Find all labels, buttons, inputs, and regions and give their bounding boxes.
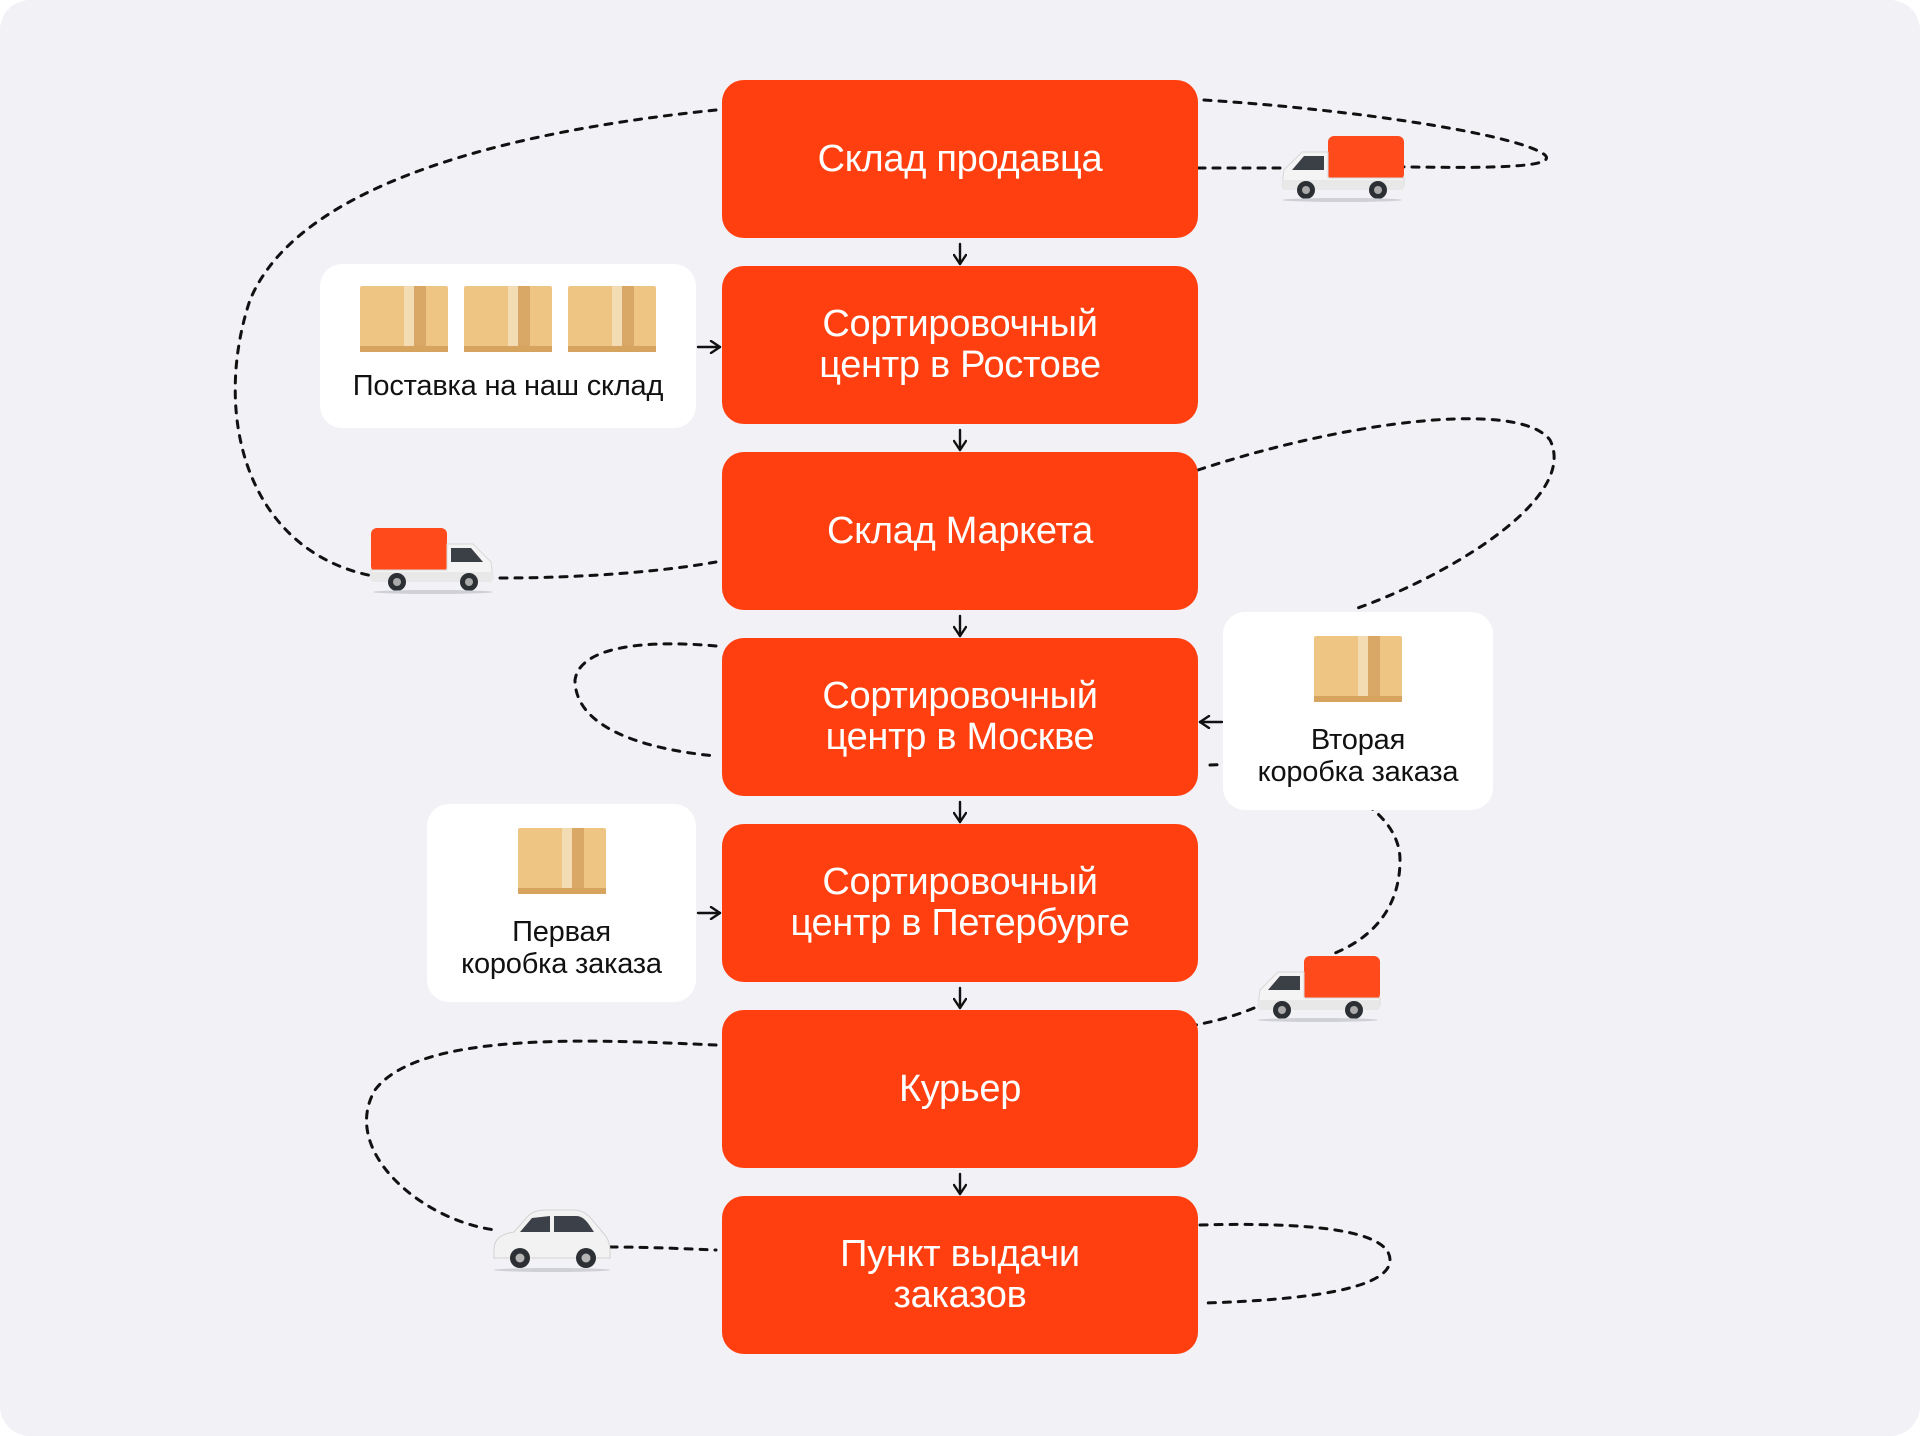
card-label: Вторая коробка заказа <box>1257 724 1459 788</box>
card-supply: Поставка на наш склад <box>320 264 696 428</box>
stage-label: Сортировочный центр в Москве <box>822 675 1098 758</box>
cardboard-box-icon <box>360 286 448 352</box>
card-label: Первая коробка заказа <box>461 916 662 980</box>
cardboard-box-icon <box>517 828 606 894</box>
stage-label: Склад продавца <box>817 137 1103 180</box>
stage-market-warehouse: Склад Маркета <box>722 452 1198 610</box>
route-courier-loop-left <box>365 1039 718 1232</box>
cardboard-box-icon <box>1314 636 1402 702</box>
stage-pickup-point: Пункт выдачи заказов <box>722 1196 1198 1354</box>
stage-seller-warehouse: Склад продавца <box>722 80 1198 238</box>
stage-label: Сортировочный центр в Ростове <box>819 303 1101 386</box>
cardboard-box-icon <box>464 286 552 352</box>
route-seller-loop-right <box>1202 98 1549 169</box>
route-van-to-market <box>498 560 718 580</box>
route-moscow-to-van <box>1208 763 1402 957</box>
delivery-van-icon <box>370 528 494 594</box>
delivery-van-icon <box>1257 956 1381 1022</box>
route-seller-to-market-left <box>233 108 718 580</box>
card-first-box: Первая коробка заказа <box>427 804 696 1002</box>
route-van-to-courier <box>1194 1006 1256 1027</box>
passenger-car-icon <box>493 1209 611 1272</box>
stage-courier: Курьер <box>722 1010 1198 1168</box>
stage-label: Курьер <box>898 1067 1022 1110</box>
stage-label: Сортировочный центр в Петербурге <box>790 861 1130 944</box>
stage-sorting-center-petersburg: Сортировочный центр в Петербурге <box>722 824 1198 982</box>
stage-label: Пункт выдачи заказов <box>840 1233 1080 1316</box>
stage-sorting-center-rostov: Сортировочный центр в Ростове <box>722 266 1198 424</box>
route-moscow-loop-left <box>573 642 718 758</box>
delivery-van-icon <box>1281 136 1405 202</box>
box-group <box>360 286 656 352</box>
card-label: Поставка на наш склад <box>352 370 664 402</box>
card-second-box: Вторая коробка заказа <box>1223 612 1493 810</box>
route-market-loop-right <box>1196 417 1556 612</box>
route-car-to-pickup <box>608 1245 718 1252</box>
route-pickup-loop-right <box>1198 1222 1392 1305</box>
cardboard-box-icon <box>568 286 656 352</box>
stage-sorting-center-moscow: Сортировочный центр в Москве <box>722 638 1198 796</box>
stage-label: Склад Маркета <box>826 509 1093 552</box>
